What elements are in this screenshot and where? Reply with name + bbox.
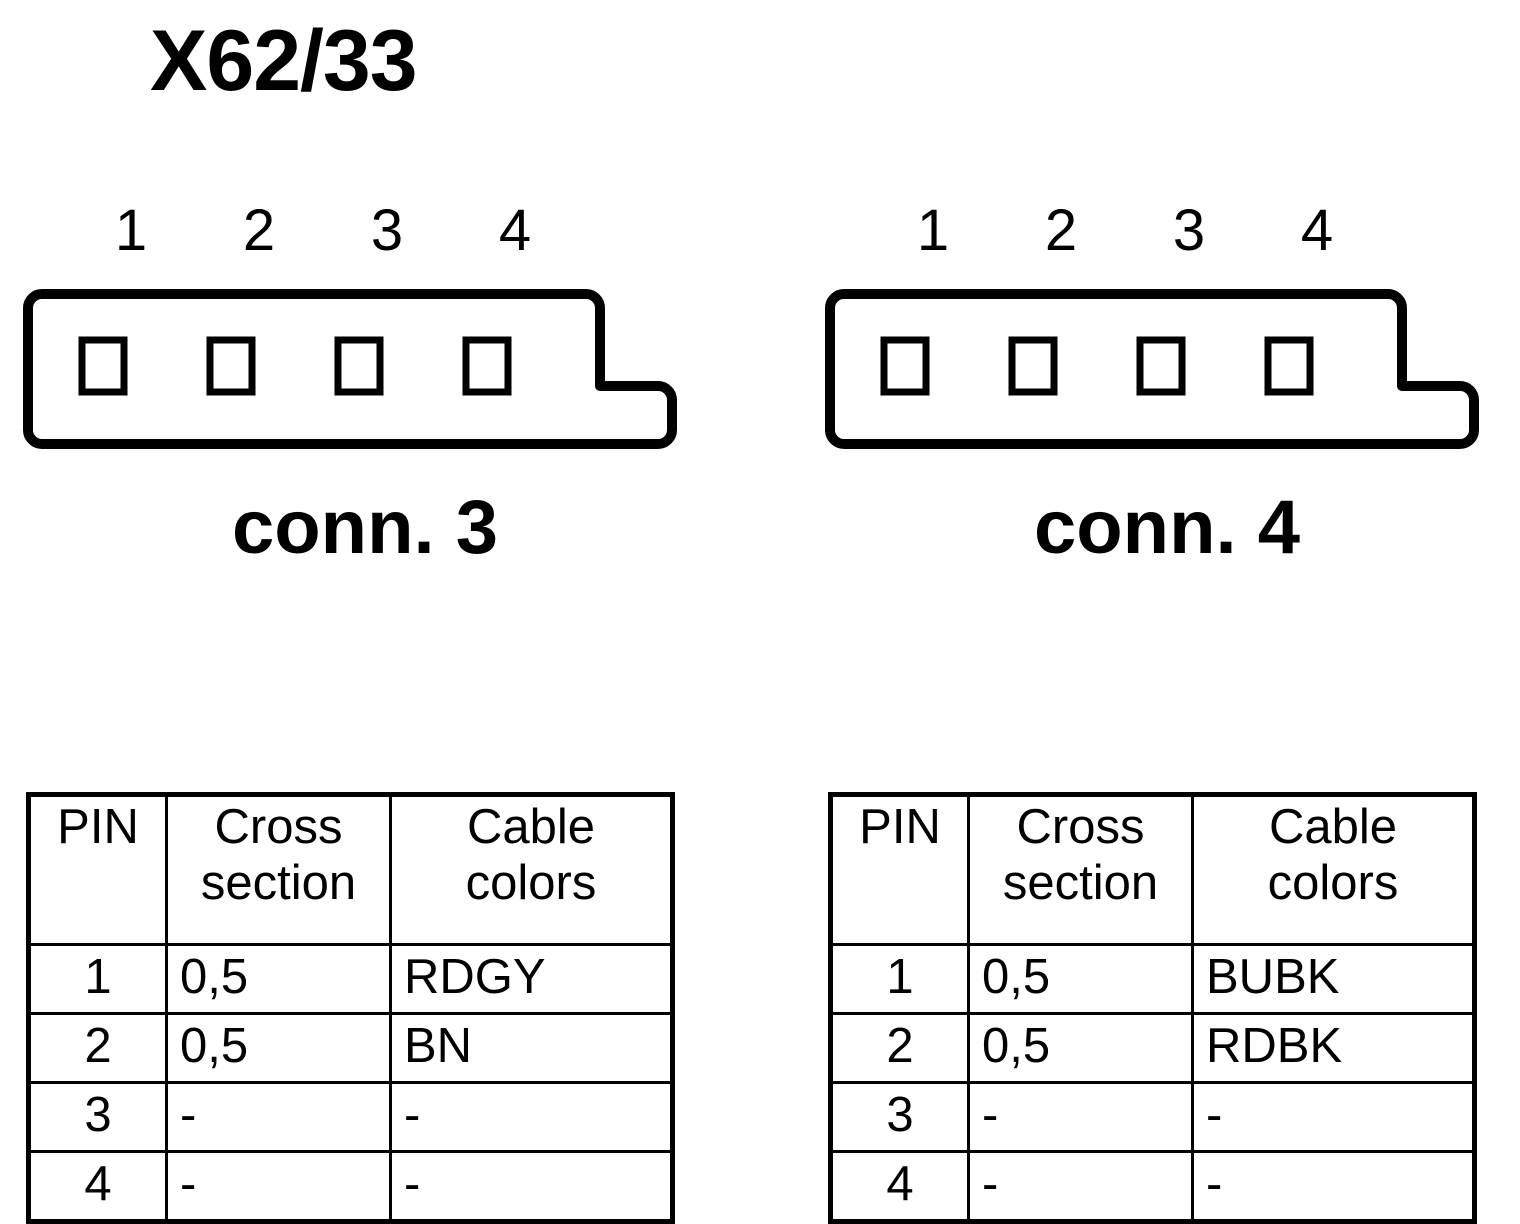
cell-cross-section: 0,5 bbox=[165, 943, 392, 1015]
table-row: 2 0,5 BN bbox=[27, 1012, 674, 1084]
column-header-cable-colors: Cable colors bbox=[389, 793, 674, 946]
connector-3-pin-numbers: 1 2 3 4 bbox=[28, 200, 588, 266]
column-header-cross-section: Cross section bbox=[967, 793, 1194, 946]
table-row: 4 - - bbox=[27, 1150, 674, 1223]
column-header-cross-section: Cross section bbox=[165, 793, 392, 946]
table-header-row: PIN Cross section Cable colors bbox=[829, 793, 1476, 946]
cell-pin: 4 bbox=[27, 1150, 168, 1223]
connector-3-pin-number-2: 2 bbox=[242, 198, 276, 263]
connector-3-pin-table: PIN Cross section Cable colors 1 0,5 RDG… bbox=[26, 792, 675, 1224]
cell-pin: 3 bbox=[829, 1081, 970, 1153]
table-row: 2 0,5 RDBK bbox=[829, 1012, 1476, 1084]
connector-4-pin-number-2: 2 bbox=[1044, 198, 1078, 263]
table-row: 4 - - bbox=[829, 1150, 1476, 1223]
cell-cross-section: - bbox=[165, 1081, 392, 1153]
table-header-row: PIN Cross section Cable colors bbox=[27, 793, 674, 946]
connector-4-pin-number-3: 3 bbox=[1172, 198, 1206, 263]
cell-cross-section: - bbox=[967, 1150, 1194, 1223]
page-title: X62/33 bbox=[150, 13, 418, 109]
cell-cable-colors: - bbox=[1191, 1150, 1476, 1223]
cell-cross-section: 0,5 bbox=[967, 1012, 1194, 1084]
column-header-cross-section-line1: Cross bbox=[214, 800, 343, 854]
connector-3-pin-number-4: 4 bbox=[498, 198, 532, 263]
column-header-cable-colors-line2: colors bbox=[1267, 856, 1399, 910]
connector-3-label: conn. 3 bbox=[231, 485, 499, 570]
connector-3-housing-icon bbox=[23, 289, 677, 449]
column-header-cross-section-line1: Cross bbox=[1016, 800, 1145, 854]
cell-cable-colors: - bbox=[389, 1081, 674, 1153]
connector-4-pin-number-4: 4 bbox=[1300, 198, 1334, 263]
connector-4-pin-numbers: 1 2 3 4 bbox=[830, 200, 1390, 266]
cell-cable-colors: - bbox=[1191, 1081, 1476, 1153]
cell-pin: 1 bbox=[27, 943, 168, 1015]
cell-cable-colors: RDGY bbox=[389, 943, 674, 1015]
column-header-pin: PIN bbox=[27, 793, 168, 946]
cell-cross-section: - bbox=[165, 1150, 392, 1223]
table-row: 3 - - bbox=[27, 1081, 674, 1153]
connector-4-housing-icon bbox=[825, 289, 1479, 449]
connector-3-pin-number-3: 3 bbox=[370, 198, 404, 263]
cell-pin: 3 bbox=[27, 1081, 168, 1153]
connector-4-group: 1 2 3 4 conn. 4 bbox=[822, 200, 1520, 600]
connector-3-pin-number-1: 1 bbox=[114, 198, 148, 263]
column-header-cable-colors-line1: Cable bbox=[1268, 800, 1398, 854]
column-header-cable-colors-line2: colors bbox=[465, 856, 597, 910]
column-header-cable-colors: Cable colors bbox=[1191, 793, 1476, 946]
table-row: 1 0,5 BUBK bbox=[829, 943, 1476, 1015]
cell-cross-section: 0,5 bbox=[967, 943, 1194, 1015]
cell-pin: 2 bbox=[829, 1012, 970, 1084]
connector-4-pin-number-1: 1 bbox=[916, 198, 950, 263]
cell-pin: 4 bbox=[829, 1150, 970, 1223]
cell-pin: 2 bbox=[27, 1012, 168, 1084]
table-row: 1 0,5 RDGY bbox=[27, 943, 674, 1015]
column-header-pin: PIN bbox=[829, 793, 970, 946]
cell-cable-colors: BUBK bbox=[1191, 943, 1476, 1015]
cell-cable-colors: RDBK bbox=[1191, 1012, 1476, 1084]
cell-cross-section: 0,5 bbox=[165, 1012, 392, 1084]
cell-cable-colors: - bbox=[389, 1150, 674, 1223]
cell-pin: 1 bbox=[829, 943, 970, 1015]
cell-cross-section: - bbox=[967, 1081, 1194, 1153]
connector-3-group: 1 2 3 4 conn. 3 bbox=[20, 200, 720, 600]
cell-cable-colors: BN bbox=[389, 1012, 674, 1084]
column-header-cross-section-line2: section bbox=[1002, 856, 1159, 910]
connector-4-pin-table: PIN Cross section Cable colors 1 0,5 BUB… bbox=[828, 792, 1477, 1224]
connector-4-label: conn. 4 bbox=[1033, 485, 1301, 570]
table-row: 3 - - bbox=[829, 1081, 1476, 1153]
column-header-cross-section-line2: section bbox=[200, 856, 357, 910]
column-header-cable-colors-line1: Cable bbox=[466, 800, 596, 854]
